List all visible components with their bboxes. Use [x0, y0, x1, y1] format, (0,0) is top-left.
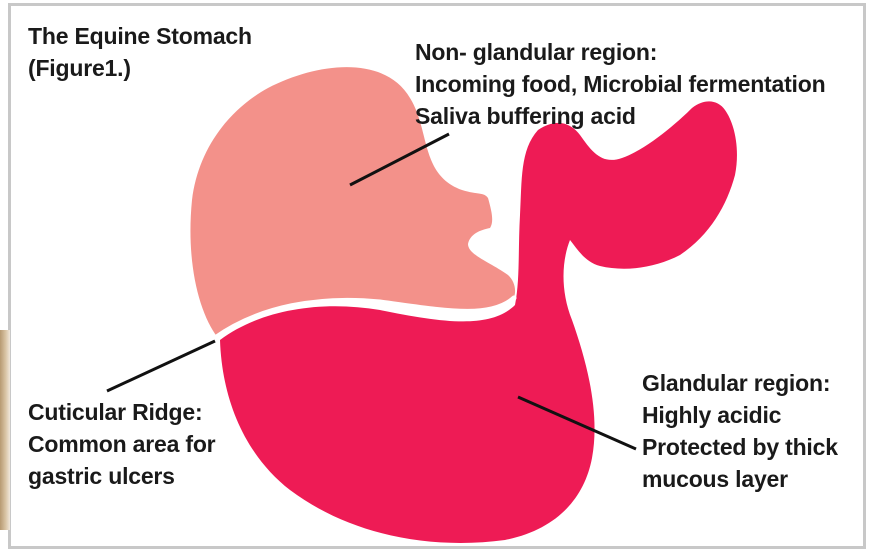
cuticular-ridge-label: Cuticular Ridge: Common area for gastric… — [28, 396, 215, 492]
leader-line-cuticular-ridge — [107, 341, 215, 391]
glandular-label-line-4: mucous layer — [642, 463, 838, 495]
diagram-title: The Equine Stomach (Figure1.) — [28, 20, 252, 84]
cuticular-ridge-label-line-2: Common area for — [28, 428, 215, 460]
glandular-label-line-1: Glandular region: — [642, 367, 838, 399]
non-glandular-label-line-3: Saliva buffering acid — [415, 100, 825, 132]
glandular-label: Glandular region: Highly acidic Protecte… — [642, 367, 838, 495]
cuticular-ridge-label-line-1: Cuticular Ridge: — [28, 396, 215, 428]
non-glandular-label-line-1: Non- glandular region: — [415, 36, 825, 68]
non-glandular-label: Non- glandular region: Incoming food, Mi… — [415, 36, 825, 132]
non-glandular-label-line-2: Incoming food, Microbial fermentation — [415, 68, 825, 100]
cuticular-ridge-label-line-3: gastric ulcers — [28, 460, 215, 492]
glandular-label-line-3: Protected by thick — [642, 431, 838, 463]
title-line-1: The Equine Stomach — [28, 20, 252, 52]
glandular-label-line-2: Highly acidic — [642, 399, 838, 431]
title-line-2: (Figure1.) — [28, 52, 252, 84]
